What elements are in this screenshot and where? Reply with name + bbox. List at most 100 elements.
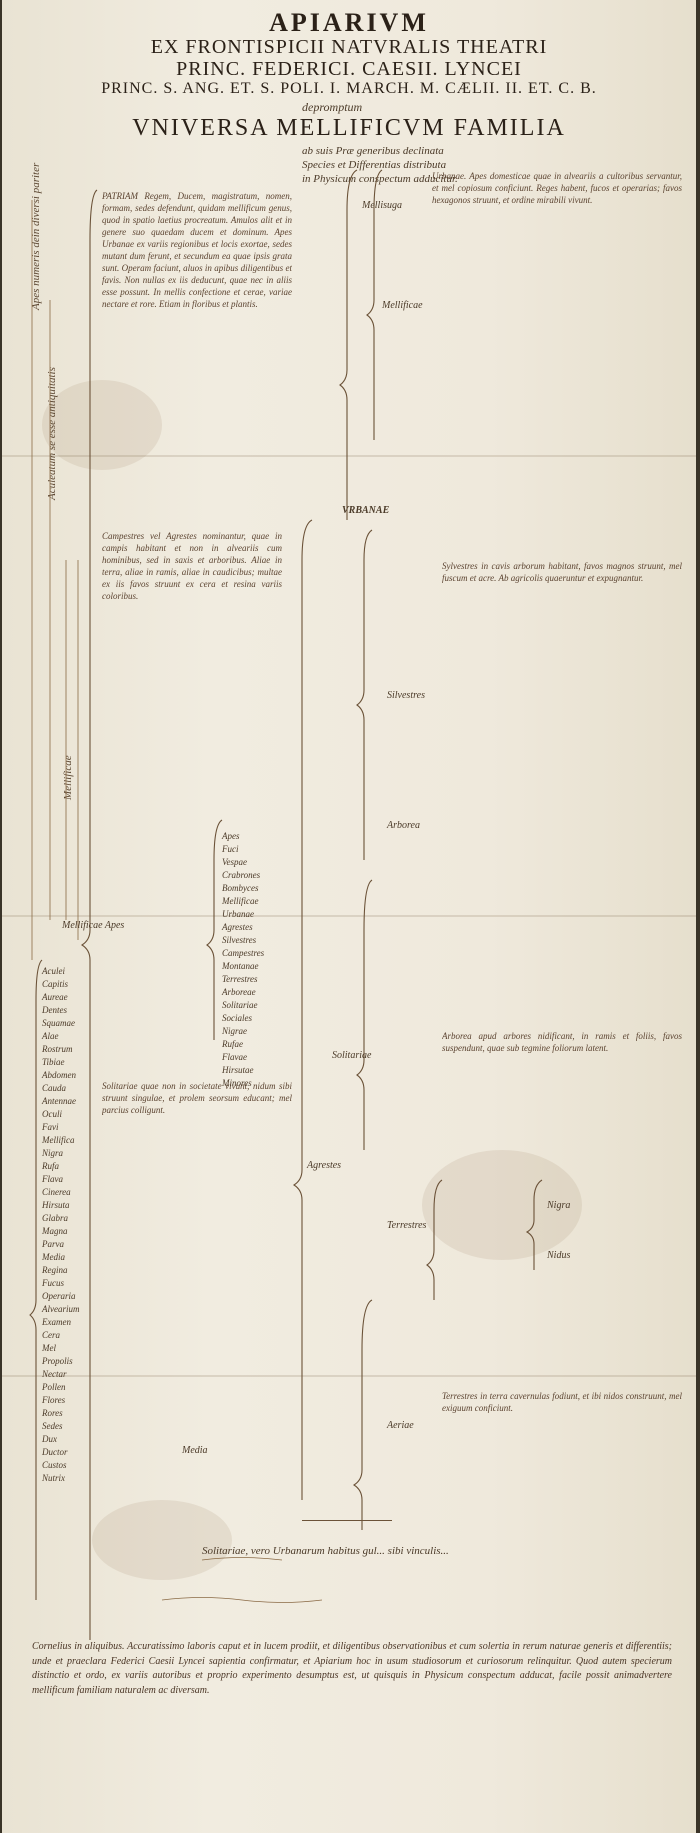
paragraph-urbanae: Urbanae. Apes domesticae quae in alveari… [432,171,682,205]
subtitle-line3: in Physicum conspectum adducitur. [302,173,458,185]
label-nigra: Nigra [547,1200,571,1211]
list-item: Agrestes [222,922,253,932]
list-item: Bombyces [222,883,259,893]
brace-agrestes [292,519,313,1500]
stain [42,380,162,470]
list-item: Flores [42,1395,66,1405]
label-terrestres: Terrestres [387,1220,427,1231]
list-item: Urbanae [222,909,254,919]
list-item: Regina [42,1265,68,1275]
list-item: Pollen [42,1382,66,1392]
list-item: Alae [42,1031,59,1041]
title-line3: PRINC. FEDERICI. CAESII. LYNCEI [176,58,522,80]
list-item: Cinerea [42,1187,71,1197]
main-brace [80,189,98,1640]
label-arborea: Arborea [387,820,420,831]
bottom-caption: Solitariae, vero Urbanarum habitus gul..… [202,1545,449,1557]
list-item: Glabra [42,1213,69,1223]
label-agrestes: Agrestes [307,1160,342,1171]
list-item: Ductor [42,1447,68,1457]
brace-small [426,1179,443,1300]
brace-media [206,819,223,1040]
brace-sub [366,169,383,440]
list-item: Magna [42,1226,68,1236]
paragraph-campestres: Campestres vel Agrestes nominantur, quae… [102,531,282,601]
list-item: Crabrones [222,870,261,880]
brace-small [525,1179,543,1270]
label-mellificae: Mellificae [382,300,423,311]
list-item: Oculi [42,1109,62,1119]
list-item: Dux [42,1434,57,1444]
title-universa: VNIVERSA MELLIFICVM FAMILIA [132,115,566,141]
list-item: Rores [42,1408,63,1418]
list-item: Montanae [222,961,259,971]
list-item: Nutrix [42,1473,66,1483]
fold-line [2,915,696,917]
list-item: Cauda [42,1083,67,1093]
list-item: Favi [42,1122,59,1132]
list-item: Nigrae [222,1026,248,1036]
label-nidus: Nidus [547,1250,571,1261]
list-item: Alvearium [42,1304,80,1314]
label-media: Media [182,1445,208,1456]
list-item: Sedes [42,1421,63,1431]
label-mellisuga: Mellisuga [362,200,402,211]
brace-arborea [356,879,373,1150]
list-item: Fucus [42,1278,64,1288]
list-item: Nectar [42,1369,67,1379]
list-item: Vespae [222,857,247,867]
list-item: Mel [42,1343,56,1353]
list-item: Flavae [222,1052,247,1062]
list-item: Parva [42,1239,64,1249]
list-item: Flava [42,1174,63,1184]
list-item: Aureae [42,992,68,1002]
list-item: Hirsutae [222,1065,254,1075]
list-item: Cera [42,1330,60,1340]
brace-list [29,959,43,1600]
list-item: Terrestres [222,974,258,984]
list-item: Minores [222,1078,252,1088]
list-item: Silvestres [222,935,257,945]
list-item: Rufae [222,1039,243,1049]
label-silvestres: Silvestres [387,690,425,701]
ink-stroke [302,1520,392,1521]
paragraph-solitariae: Solitariae quae non in societate vivunt,… [102,1081,292,1115]
list-item: Propolis [42,1356,73,1366]
list-item: Capitis [42,979,69,989]
title-depromptum: depromptum [302,100,363,114]
list-item: Solitariae [222,1000,258,1010]
label-urbanae: VRBANAE [342,505,390,516]
list-item: Campestres [222,948,265,958]
label-aeriae: Aeriae [387,1420,414,1431]
label-mellificae-apes: Mellificae Apes [62,920,125,931]
fold-line [2,1375,696,1377]
fold-line [2,455,696,457]
list-item: Nigra [42,1148,64,1158]
list-item: Examen [42,1317,71,1327]
list-item: Antennae [42,1096,76,1106]
list-item: Hirsuta [42,1200,70,1210]
brace-urbanae [339,169,358,520]
paragraph-patriam: PATRIAM Regem, Ducem, magistratum, nomen… [102,191,292,309]
list-item: Mellificae [222,896,259,906]
list-item: Rostrum [42,1044,73,1054]
flourish [161,1597,323,1603]
list-item: Apes [222,831,240,841]
list-item: Arboreae [222,987,256,997]
title-apiarium: APIARIVM [269,8,429,37]
stain [92,1500,232,1580]
closing-paragraph: Cornelius in aliquibus. Accuratissimo la… [32,1641,672,1696]
label-solitariae: Solitariae [332,1050,372,1061]
stain [422,1150,582,1260]
title-line2: EX FRONTISPICII NATVRALIS THEATRI [150,36,548,58]
list-item: Abdomen [42,1070,76,1080]
list-item: Squamae [42,1018,75,1028]
brace-solitariae [352,1299,373,1530]
paragraph-arborea: Arborea apud arbores nidificant, in rami… [442,1031,682,1053]
list-item: Dentes [42,1005,67,1015]
list-item: Fuci [222,844,239,854]
